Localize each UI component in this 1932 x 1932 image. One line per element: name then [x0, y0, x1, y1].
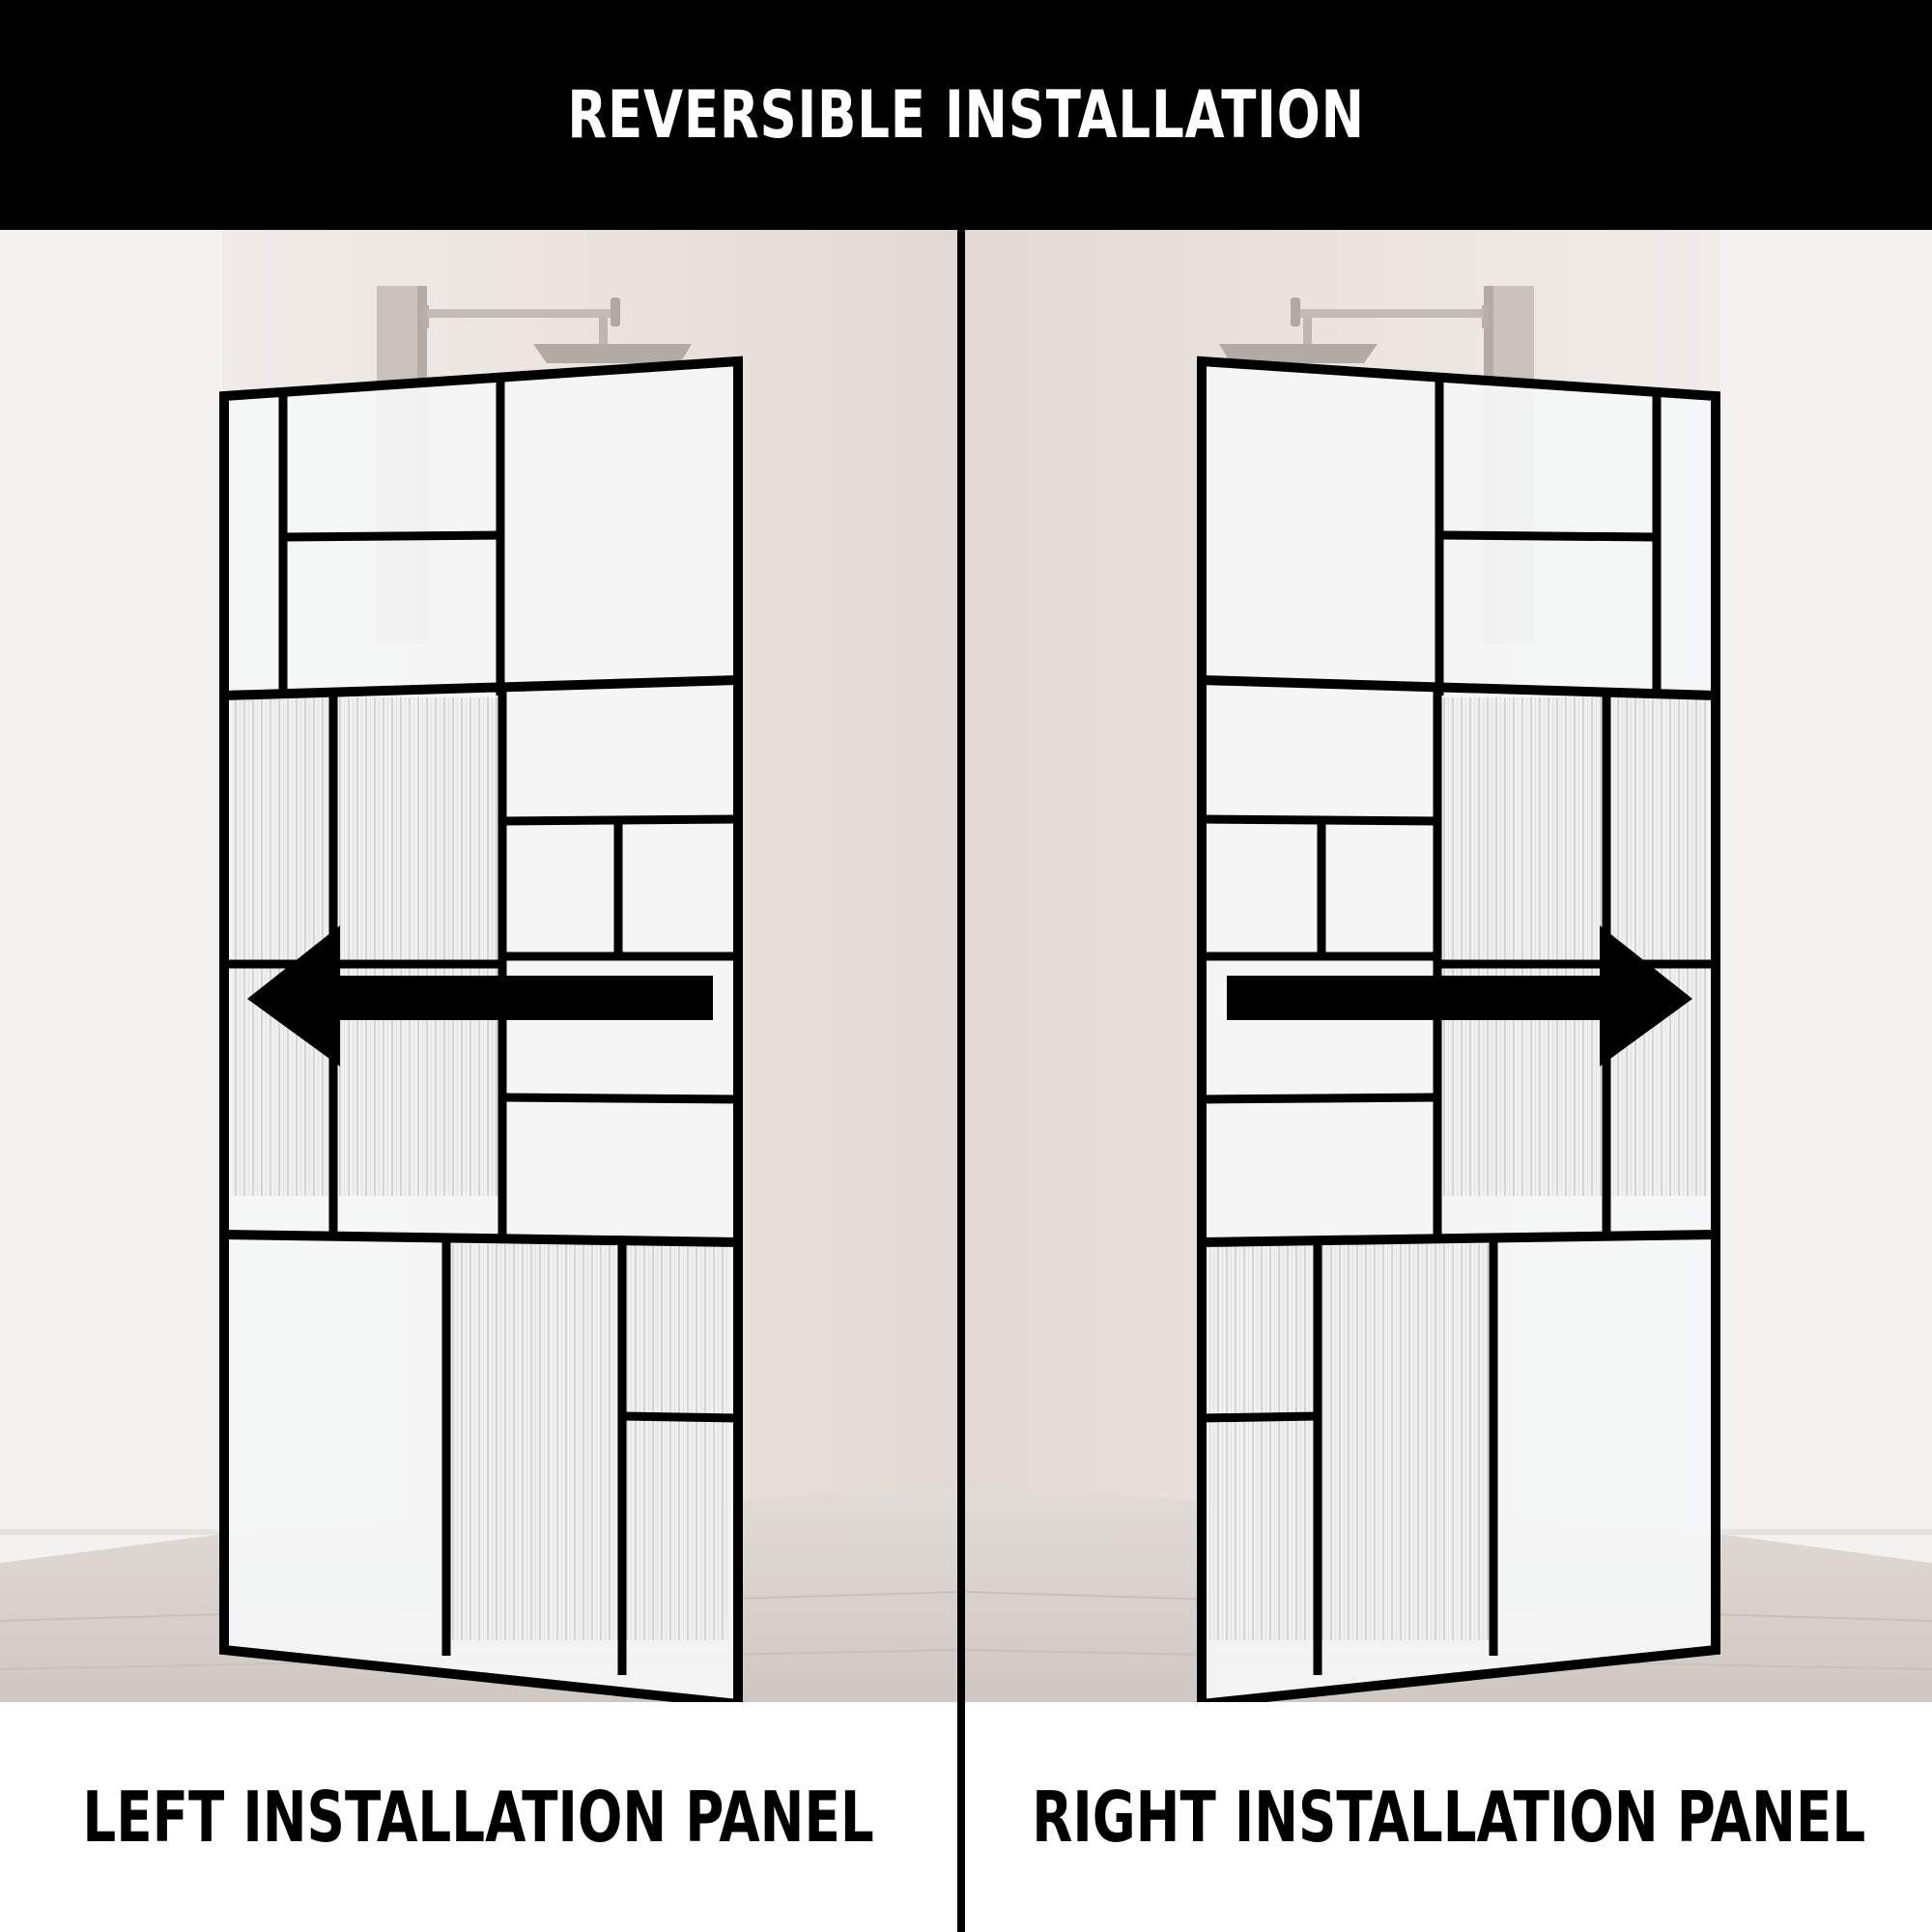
right-shower-illustration — [965, 230, 1932, 1702]
center-divider — [957, 230, 965, 1932]
page-title: REVERSIBLE INSTALLATION — [567, 76, 1365, 154]
left-glass-panel — [219, 355, 743, 1702]
left-panel-label: LEFT INSTALLATION PANEL — [82, 1776, 875, 1858]
header-bar: REVERSIBLE INSTALLATION — [0, 0, 1932, 230]
left-installation-scene — [0, 230, 957, 1702]
left-caption: LEFT INSTALLATION PANEL — [0, 1702, 957, 1932]
right-caption: RIGHT INSTALLATION PANEL — [965, 1702, 1932, 1932]
right-installation-scene — [965, 230, 1932, 1702]
arrow-left-icon — [247, 925, 713, 1066]
right-panel-label: RIGHT INSTALLATION PANEL — [1032, 1776, 1865, 1858]
arrow-right-icon — [1227, 925, 1692, 1066]
right-glass-panel — [1197, 355, 1720, 1702]
left-shower-illustration — [0, 230, 957, 1702]
